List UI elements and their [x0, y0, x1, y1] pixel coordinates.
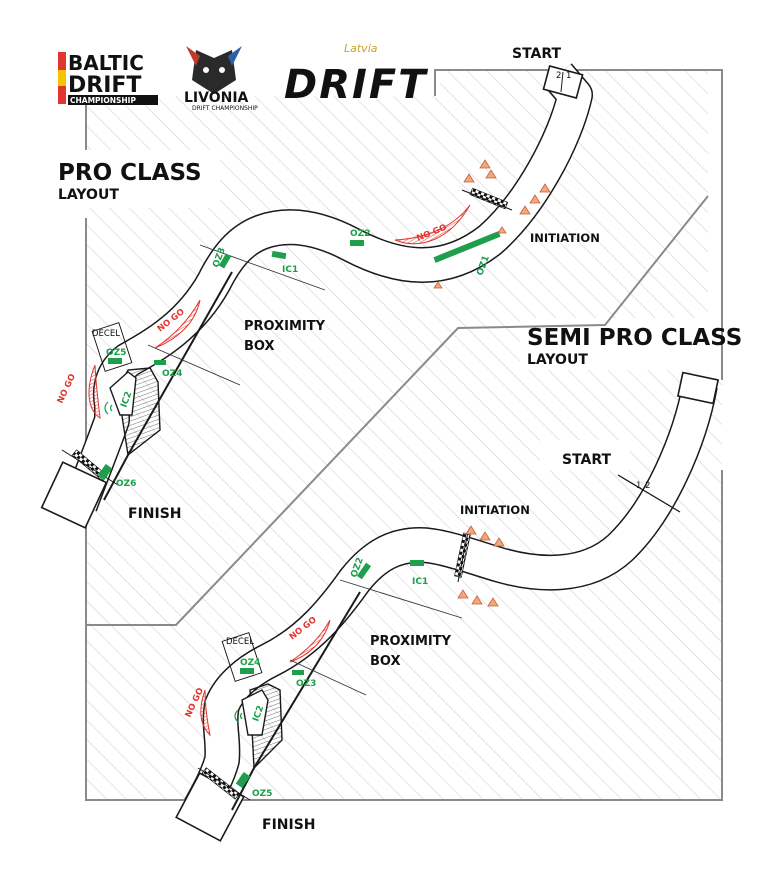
- semi-decel-label: DECEL: [226, 637, 254, 647]
- pro-oz5-label: OZ5: [106, 348, 126, 358]
- semi-nogo-2: [200, 689, 211, 737]
- semi-oz3-marker: [292, 670, 304, 675]
- pro-finish-label: FINISH: [128, 506, 182, 522]
- latvia-drift-logo: Latvia DRIFT: [284, 42, 428, 108]
- pro-proximity-label-2: BOX: [244, 339, 275, 354]
- semi-oz4-label: OZ4: [240, 658, 260, 668]
- pro-oz3-marker: [218, 253, 232, 269]
- semi-initiation-label: INITIATION: [460, 503, 530, 517]
- semi-title: SEMI PRO CLASS: [527, 325, 742, 351]
- pro-nogo-label-3: NO GO: [56, 372, 78, 405]
- pro-ic1-label: IC1: [282, 265, 298, 275]
- semi-start-label: START: [562, 452, 612, 468]
- semi-lane-1: 1: [636, 481, 641, 491]
- livonia-logo: LIVONIA DRIFT CHAMPIONSHIP: [184, 46, 258, 112]
- pro-lane-2: 2: [556, 71, 561, 81]
- semi-subtitle: LAYOUT: [527, 352, 588, 368]
- latvia-small: Latvia: [344, 42, 378, 55]
- semi-ic1-marker: [410, 560, 424, 566]
- baltic-drift-logo: BALTIC DRIFT CHAMPIONSHIP: [58, 51, 158, 105]
- semi-lane-2: 2: [645, 481, 650, 491]
- pro-oz6-marker: [97, 463, 113, 481]
- pro-initiation-label: INITIATION: [530, 231, 600, 245]
- pro-nogo-2: [154, 299, 201, 349]
- pro-cones: [433, 159, 551, 289]
- baltic-line2: DRIFT: [68, 73, 141, 98]
- livonia-line2: DRIFT CHAMPIONSHIP: [192, 105, 258, 112]
- divider-line: [86, 195, 709, 626]
- pro-oz6-label: OZ6: [116, 479, 136, 489]
- pro-oz1-marker: [433, 231, 501, 263]
- pro-ic1-marker: [271, 250, 287, 260]
- baltic-line1: BALTIC: [68, 51, 144, 75]
- semi-ic1-label: IC1: [412, 577, 428, 587]
- semi-finish-label: FINISH: [262, 817, 316, 833]
- semi-oz4-marker: [240, 668, 254, 674]
- livonia-line1: LIVONIA: [184, 90, 249, 106]
- pro-nogo-3: [88, 364, 101, 420]
- semi-proximity-label-1: PROXIMITY: [370, 634, 452, 649]
- baltic-line3: CHAMPIONSHIP: [70, 96, 136, 105]
- semi-oz3-label: OZ3: [296, 679, 316, 689]
- pro-oz2-label: OZ2: [350, 229, 370, 239]
- venue-boundary-top: [434, 69, 723, 380]
- pro-subtitle: LAYOUT: [58, 187, 119, 203]
- semi-oz5-label: OZ5: [252, 789, 272, 799]
- semi-nogo-1: [289, 619, 331, 663]
- semi-proximity-label-2: BOX: [370, 654, 401, 669]
- pro-oz5-marker: [108, 358, 122, 364]
- semi-oz2-marker: [356, 562, 372, 580]
- pro-nogo-1: [394, 204, 471, 245]
- pro-start-label: START: [512, 46, 562, 62]
- pro-proximity-label-1: PROXIMITY: [244, 319, 326, 334]
- pro-decel-label: DECEL: [92, 329, 120, 339]
- pro-title: PRO CLASS: [58, 160, 202, 186]
- latvia-big: DRIFT: [284, 62, 428, 108]
- pro-lane-1: 1: [566, 71, 571, 81]
- venue-area-top: [86, 70, 708, 625]
- pro-oz4-marker: [154, 360, 166, 365]
- semi-cones: [457, 525, 505, 607]
- semi-oz5-marker: [235, 771, 251, 789]
- pro-oz2-marker: [350, 240, 364, 246]
- pro-oz4-label: OZ4: [162, 369, 182, 379]
